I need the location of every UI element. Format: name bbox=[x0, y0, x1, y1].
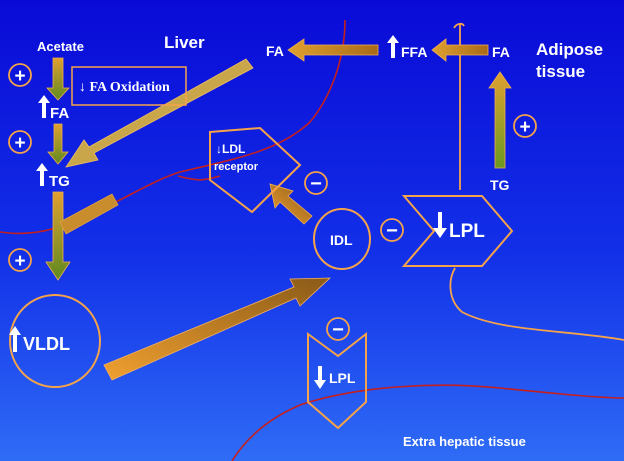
arrow-vldl-to-idl bbox=[103, 277, 332, 381]
up-arrow-icon bbox=[9, 326, 21, 352]
minus-sign-ldl: − bbox=[310, 173, 322, 195]
extra-hepatic-boundary bbox=[231, 384, 624, 461]
plus-sign-fa: + bbox=[14, 133, 25, 154]
vldl-label: VLDL bbox=[23, 334, 70, 354]
fa-oxidation-box bbox=[71, 66, 187, 106]
regulation-signs bbox=[8, 63, 537, 341]
minus-sign-lpl-small: − bbox=[332, 319, 344, 341]
ldl-receptor-label-line2: receptor bbox=[214, 161, 259, 173]
arrow-tg-to-fa-adipose bbox=[488, 71, 512, 169]
liver-label: Liver bbox=[164, 33, 205, 52]
arrow-fa-to-tg bbox=[47, 123, 69, 165]
arrow-tg-to-vldl bbox=[45, 191, 71, 281]
adipose-label-line1: Adipose bbox=[536, 40, 603, 59]
arrow-ffa-to-fa bbox=[287, 38, 379, 62]
arrow-idl-to-ldl-receptor bbox=[269, 183, 313, 225]
extra-hepatic-tissue-label: Extra hepatic tissue bbox=[403, 434, 526, 449]
fa-adipose-label: FA bbox=[492, 44, 510, 60]
fa-oxidation-label: ↓ FA Oxidation bbox=[79, 80, 170, 95]
ldl-receptor-label-line1: ↓LDL bbox=[216, 142, 245, 156]
up-arrow-icon bbox=[387, 35, 399, 58]
lpl-small-chevron bbox=[307, 331, 367, 430]
acetate-label: Acetate bbox=[37, 39, 84, 54]
arrow-fa-to-tg-diagonal bbox=[65, 58, 254, 168]
lpl-big-label: LPL bbox=[449, 221, 485, 242]
lpl-small-label: LPL bbox=[329, 370, 356, 386]
arrow-branch bbox=[59, 193, 119, 235]
arrow-acetate-to-fa bbox=[46, 57, 70, 101]
idl-label: IDL bbox=[330, 232, 353, 248]
arrow-fa-to-ffa bbox=[431, 38, 489, 62]
fa-top-label: FA bbox=[266, 43, 284, 59]
lpl-big-chevron bbox=[401, 195, 514, 267]
fa-liver-label: FA bbox=[50, 105, 69, 122]
idl-circle bbox=[313, 208, 371, 270]
ffa-label: FFA bbox=[401, 44, 427, 60]
arrows bbox=[45, 38, 512, 381]
down-arrow-icon bbox=[433, 212, 447, 238]
tg-adipose-label: TG bbox=[490, 177, 510, 193]
down-arrow-icon bbox=[314, 366, 326, 389]
plus-sign-acetate: + bbox=[14, 66, 25, 87]
up-arrow-icon bbox=[36, 163, 48, 186]
plus-sign-adipose: + bbox=[519, 117, 530, 138]
tg-liver-label: TG bbox=[49, 173, 70, 190]
plus-sign-tg: + bbox=[14, 251, 25, 272]
ldl-receptor-shape bbox=[209, 126, 302, 214]
up-arrow-icon bbox=[38, 95, 50, 118]
minus-sign-lpl-big: − bbox=[386, 220, 398, 242]
vldl-circle bbox=[9, 294, 101, 388]
adipose-label-line2: tissue bbox=[536, 62, 585, 81]
